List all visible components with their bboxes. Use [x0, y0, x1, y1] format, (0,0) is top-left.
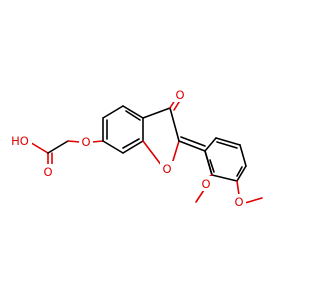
bond-ar-6	[102, 140, 124, 154]
structure-canvas: HO O O O O O O	[8, 87, 263, 209]
bond-c-ch2	[47, 140, 69, 154]
bond-dm-inner-1	[236, 166, 243, 177]
bond-dm-5	[204, 137, 217, 152]
atom-label-ho: HO	[11, 134, 29, 148]
molecule-structure: HO O O O O O O	[8, 87, 263, 209]
atom-label-layer: HO O O O O O O	[8, 87, 246, 209]
bond-layer	[27, 96, 263, 204]
atom-label-ome2-o: O	[201, 177, 210, 191]
atom-label-ketone-o: O	[175, 88, 184, 102]
bond-ch2-ether-o	[67, 140, 81, 143]
bond-dm-1	[211, 174, 238, 182]
atom-ome4-o: O	[232, 194, 246, 209]
bond-ar-5	[122, 140, 144, 154]
bond-ether-o-ar	[91, 140, 104, 143]
bond-ome4-me	[244, 197, 263, 204]
atom-label-acid-o: O	[43, 165, 52, 179]
atom-label-ether-o: O	[81, 135, 90, 149]
bond-ring-o-c2	[171, 140, 180, 165]
bond-ome2-me	[195, 189, 205, 203]
bond-c3-c2	[169, 107, 180, 142]
bond-ar-5-inner	[122, 138, 140, 149]
atom-ome2-o: O	[199, 176, 213, 191]
bond-dm-inner-2	[216, 141, 238, 149]
bond-c2-ch-inner	[180, 136, 206, 147]
bond-dm-2	[236, 165, 247, 182]
atom-ho: HO	[8, 133, 32, 148]
atom-ring-o: O	[160, 161, 174, 176]
atom-label-ring-o: O	[162, 162, 171, 176]
bond-dm-6	[204, 150, 213, 176]
bond-c7a-ring-o	[142, 140, 163, 167]
bond-ar-3-inner	[125, 110, 141, 121]
bond-ar-3	[122, 105, 144, 119]
atom-ketone-o: O	[173, 87, 187, 102]
bond-ar-ome4	[236, 180, 240, 196]
atom-acid-o: O	[41, 164, 55, 179]
bond-ar-2	[102, 105, 124, 119]
bond-dm-inner-3	[209, 159, 215, 173]
bond-dm-4	[215, 137, 241, 146]
bond-c2-ch	[178, 140, 206, 152]
bond-dm-3	[239, 144, 247, 167]
bond-c3a-c3	[142, 107, 171, 119]
atom-label-ome4-o: O	[234, 195, 243, 209]
atom-ether-o: O	[79, 134, 93, 149]
